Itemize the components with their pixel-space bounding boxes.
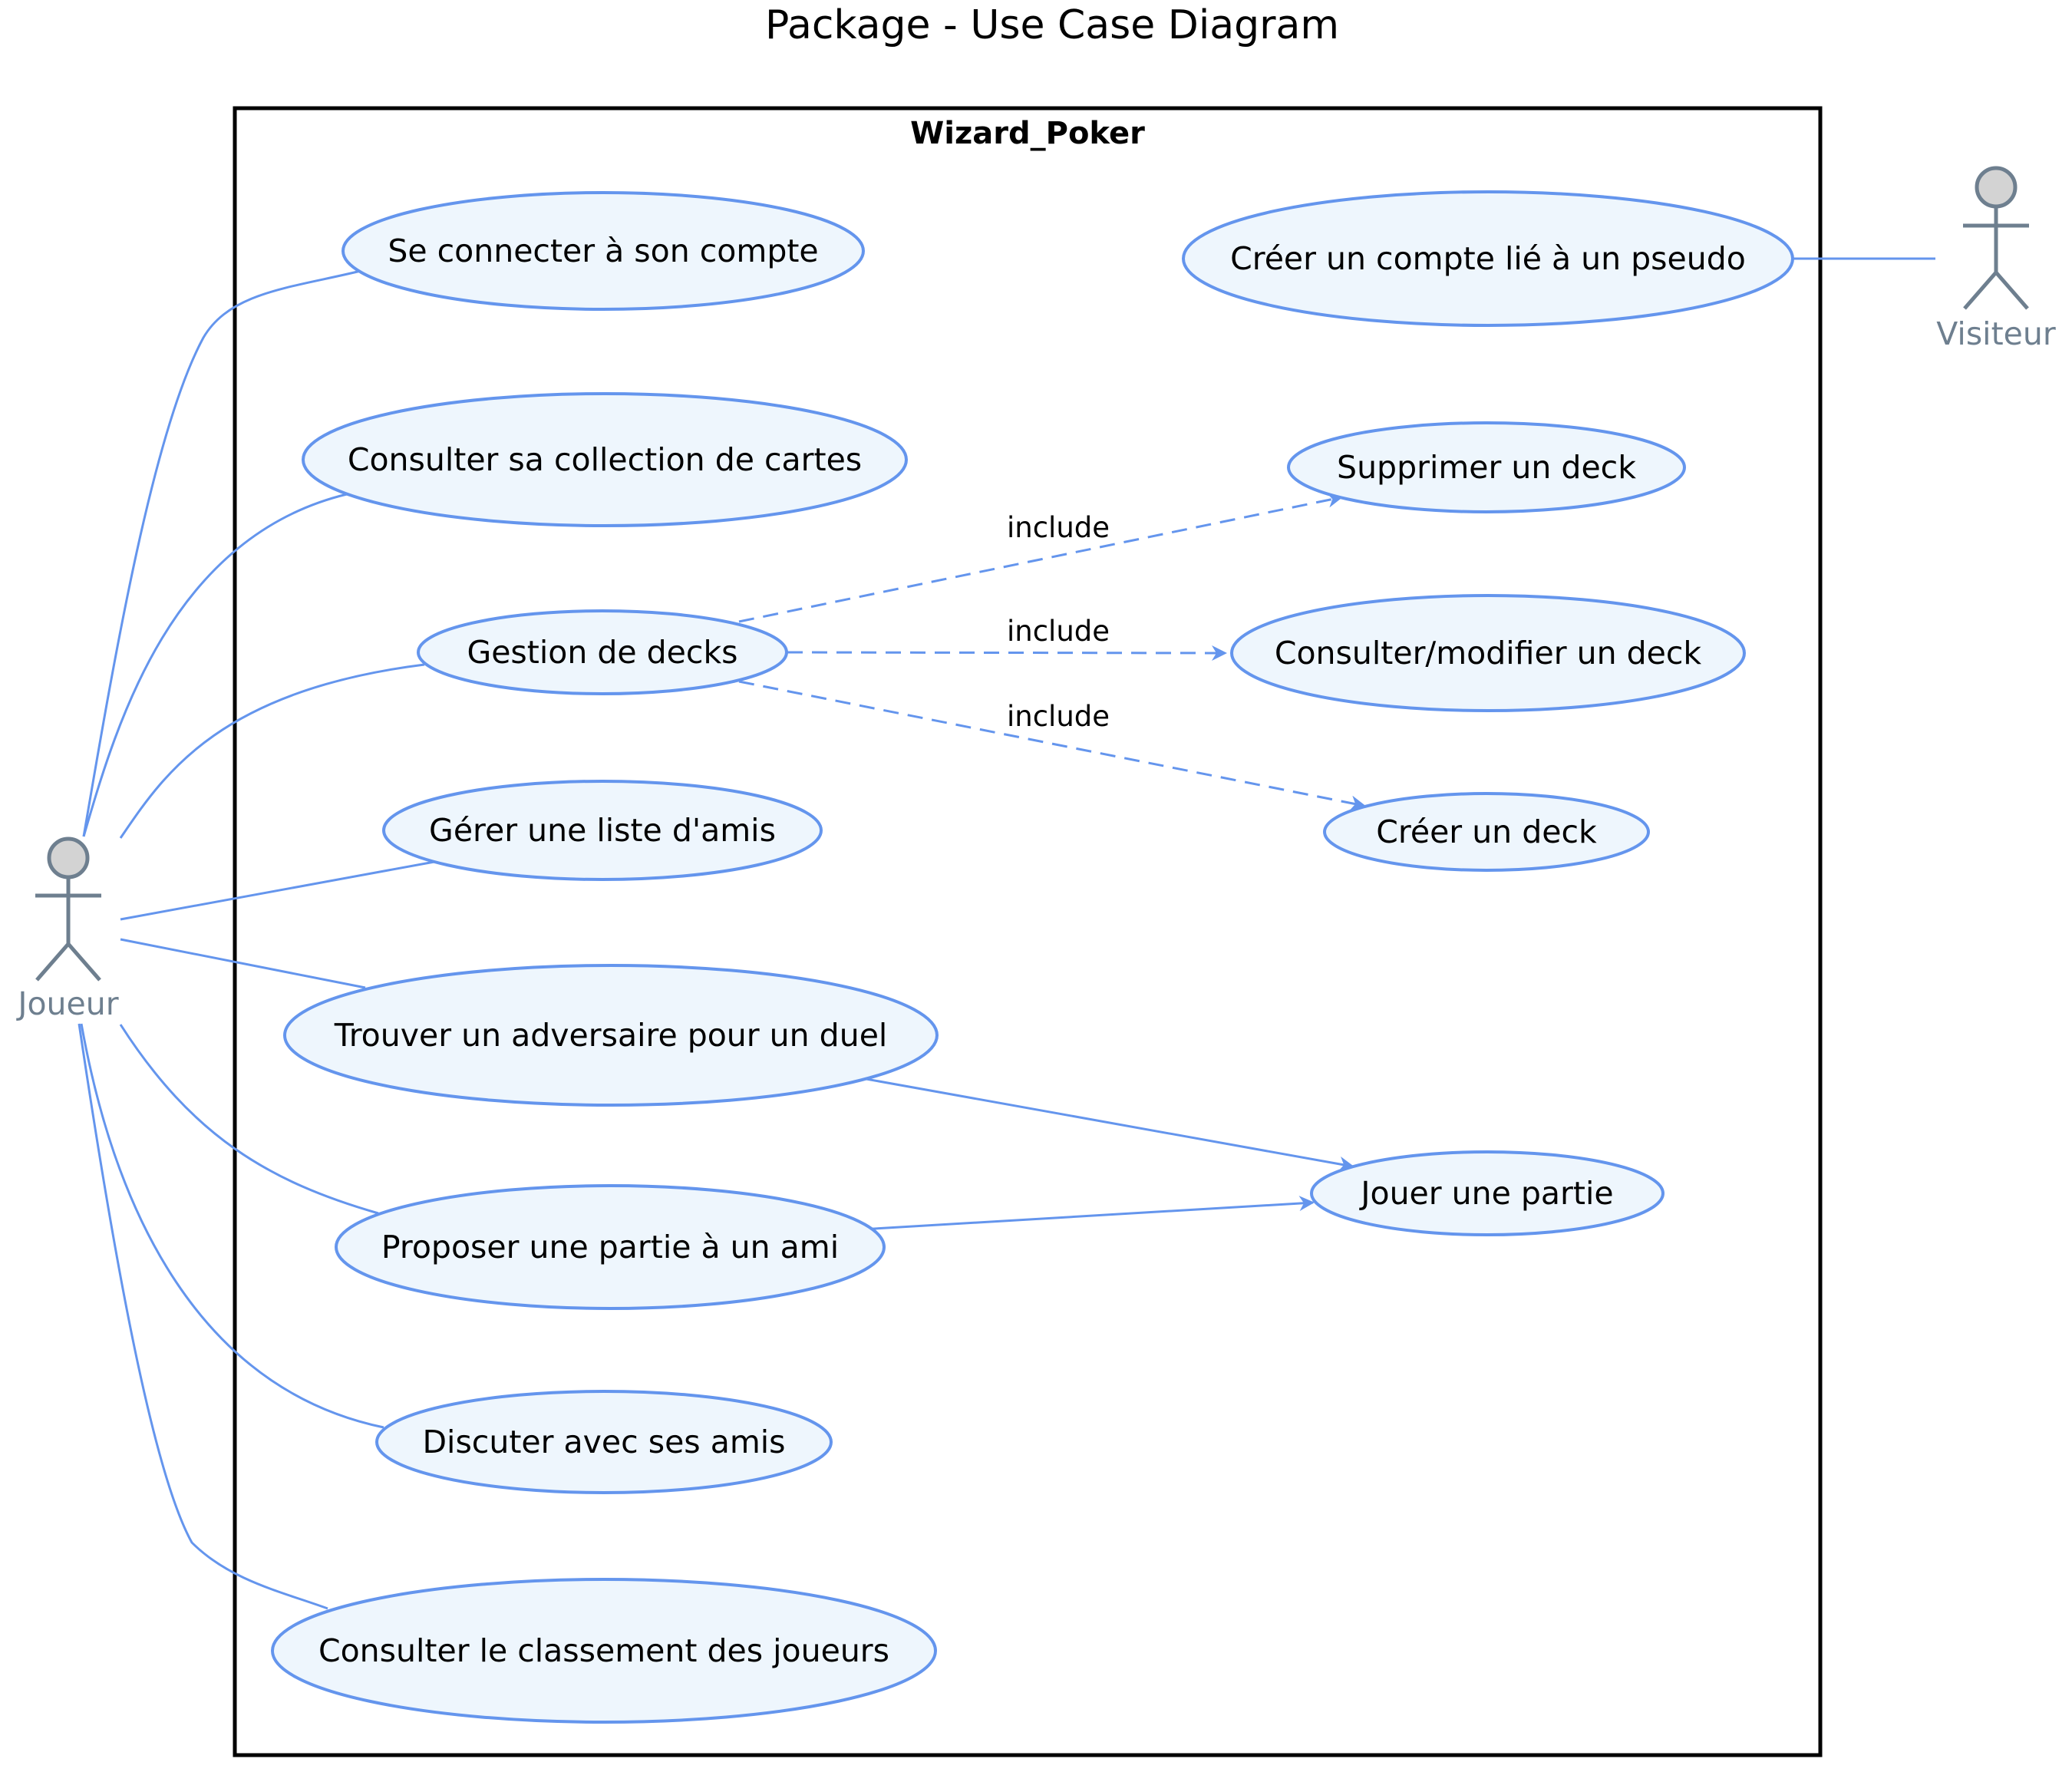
use-case-connecter[interactable]: Se connecter à son compte — [341, 191, 865, 311]
actor-head — [1975, 166, 2018, 209]
edge-label-include: include — [1007, 700, 1110, 733]
edge-joueur-connecter — [82, 269, 361, 837]
edge-proposer-jouer — [860, 1196, 1315, 1231]
edges-layer: include include include — [78, 257, 1935, 1610]
use-case-collection[interactable]: Consulter sa collection de cartes — [302, 392, 908, 527]
use-case-ellipse — [335, 1184, 886, 1310]
actor-right-leg — [67, 942, 101, 982]
edge-joueur-adversaire — [120, 938, 366, 989]
use-case-ellipse — [382, 780, 823, 881]
use-case-label: Supprimer un deck — [1337, 449, 1636, 486]
edge-joueur-amis — [120, 860, 435, 921]
edge-decks-modifier — [787, 645, 1227, 661]
actor-visiteur[interactable]: Visiteur — [1936, 166, 2056, 352]
edge-decks-creer_deck — [738, 680, 1366, 811]
use-case-creer-compte[interactable]: Créer un compte lié à un pseudo — [1182, 190, 1794, 327]
package-title: Wizard_Poker — [910, 116, 1145, 151]
edge-joueur-proposer — [119, 1024, 379, 1215]
edge-decks-supprimer — [738, 492, 1343, 623]
use-case-label: Consulter/modifier un deck — [1275, 635, 1702, 672]
actor-head — [47, 837, 90, 879]
use-case-label: Gestion de decks — [467, 634, 737, 671]
use-case-label: Consulter sa collection de cartes — [348, 441, 862, 478]
actor-left-leg — [1963, 271, 1998, 310]
use-case-ellipse — [1287, 421, 1686, 513]
use-case-ellipse — [1310, 1150, 1665, 1236]
use-case-ellipse — [341, 191, 865, 311]
actor-right-leg — [1994, 271, 2029, 310]
use-case-label: Trouver un adversaire pour un duel — [334, 1017, 888, 1054]
use-case-label: Consulter le classement des joueurs — [318, 1632, 889, 1669]
use-case-classement[interactable]: Consulter le classement des joueurs — [271, 1578, 937, 1724]
actor-name-joueur: Joueur — [15, 985, 118, 1022]
use-case-ellipse — [283, 964, 939, 1107]
use-case-label: Proposer une partie à un ami — [381, 1229, 839, 1265]
actor-left-leg — [35, 942, 70, 982]
package-boundary — [233, 106, 1823, 1757]
use-case-modifier[interactable]: Consulter/modifier un deck — [1230, 594, 1746, 712]
use-case-ellipse — [1323, 792, 1650, 872]
actor-name-visiteur: Visiteur — [1936, 315, 2056, 352]
use-case-ellipse — [1182, 190, 1794, 327]
use-case-label: Discuter avec ses amis — [422, 1424, 785, 1460]
use-case-label: Créer un compte lié à un pseudo — [1230, 240, 1746, 277]
use-case-proposer[interactable]: Proposer une partie à un ami — [335, 1184, 886, 1310]
use-case-label: Créer un deck — [1376, 813, 1597, 850]
edge-joueur-collection — [82, 493, 348, 837]
edge-label-include: include — [1007, 511, 1110, 544]
use-case-supprimer[interactable]: Supprimer un deck — [1287, 421, 1686, 513]
edge-joueur-discuter — [80, 1023, 384, 1429]
edge-joueur-decks — [119, 663, 425, 839]
use-case-label: Se connecter à son compte — [388, 233, 818, 269]
diagram-title: Package - Use Case Diagram — [765, 2, 1339, 48]
use-case-amis[interactable]: Gérer une liste d'amis — [382, 780, 823, 881]
edge-adversaire-jouer — [844, 1074, 1354, 1172]
use-case-jouer[interactable]: Jouer une partie — [1310, 1150, 1665, 1236]
actor-joueur[interactable]: Joueur — [15, 837, 119, 1022]
use-case-ellipse — [271, 1578, 937, 1724]
use-case-label: Gérer une liste d'amis — [429, 812, 776, 849]
use-case-ellipse — [302, 392, 908, 527]
use-case-discuter[interactable]: Discuter avec ses amis — [375, 1390, 833, 1494]
use-case-ellipse — [417, 609, 788, 695]
use-case-ellipse — [1230, 594, 1746, 712]
use-case-ellipse — [375, 1390, 833, 1494]
use-case-adversaire[interactable]: Trouver un adversaire pour un duel — [283, 964, 939, 1107]
edge-joueur-classement — [78, 1023, 328, 1610]
edge-label-include: include — [1007, 615, 1110, 648]
use-case-creer-deck[interactable]: Créer un deck — [1323, 792, 1650, 872]
use-case-label: Jouer une partie — [1358, 1175, 1613, 1212]
use-case-decks[interactable]: Gestion de decks — [417, 609, 788, 695]
